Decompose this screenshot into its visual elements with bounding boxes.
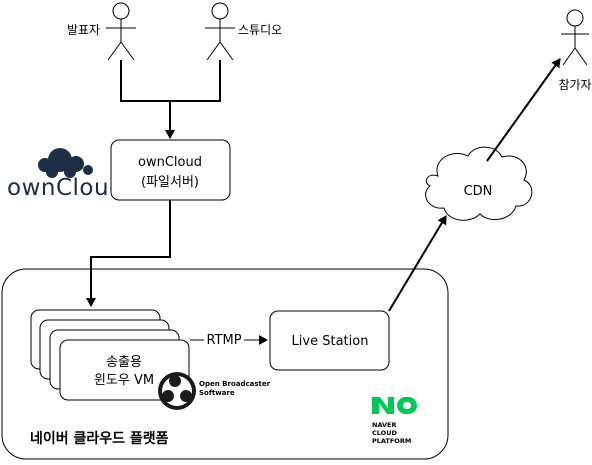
- ncp-logo-line2: CLOUD: [372, 429, 397, 437]
- actor-participant-label: 참가자: [558, 78, 591, 92]
- actor-participant: [561, 9, 589, 66]
- owncloud-logo-text: ownCloud: [7, 175, 124, 201]
- naver-cloud-platform-logo: NAVER CLOUD PLATFORM: [372, 397, 417, 445]
- obs-label-line1: Open Broadcaster: [199, 380, 271, 388]
- edge-rtmp-label: RTMP: [206, 333, 241, 348]
- edge-actors-to-owncloud: [120, 60, 221, 138]
- vm-box-subtitle: 윈도우 VM: [94, 373, 154, 388]
- actor-presenter: [106, 2, 136, 61]
- edge-owncloud-to-vm: [86, 200, 171, 307]
- cdn-cloud: [425, 146, 533, 221]
- actor-studio-label: 스튜디오: [238, 23, 282, 37]
- obs-icon: [158, 372, 196, 410]
- actor-presenter-label: 발표자: [67, 23, 100, 37]
- edge-label-bg: [204, 331, 244, 347]
- edge-live-station-to-cdn: [388, 215, 447, 312]
- cloud-platform-label: 네이버 클라우드 플랫폼: [30, 430, 169, 447]
- vm-box: [59, 339, 190, 401]
- actor-studio: [205, 2, 235, 61]
- cloud-icon: [38, 148, 93, 178]
- vm-box-title: 송출용: [106, 355, 142, 370]
- owncloud-server-box: [110, 139, 231, 201]
- obs-label-line2: Software: [199, 389, 235, 397]
- owncloud-box-title: ownCloud: [138, 155, 202, 170]
- ncp-logo-line1: NAVER: [372, 421, 397, 429]
- live-station-label: Live Station: [292, 334, 369, 349]
- cdn-label: CDN: [464, 184, 493, 199]
- ncp-mark-icon: [372, 397, 417, 414]
- owncloud-logo: ownCloud: [7, 148, 124, 201]
- owncloud-box-subtitle: (파일서버): [141, 175, 199, 190]
- ncp-logo-line3: PLATFORM: [372, 437, 411, 445]
- live-station-box: [269, 310, 390, 371]
- edge-cdn-to-participant: [486, 58, 561, 162]
